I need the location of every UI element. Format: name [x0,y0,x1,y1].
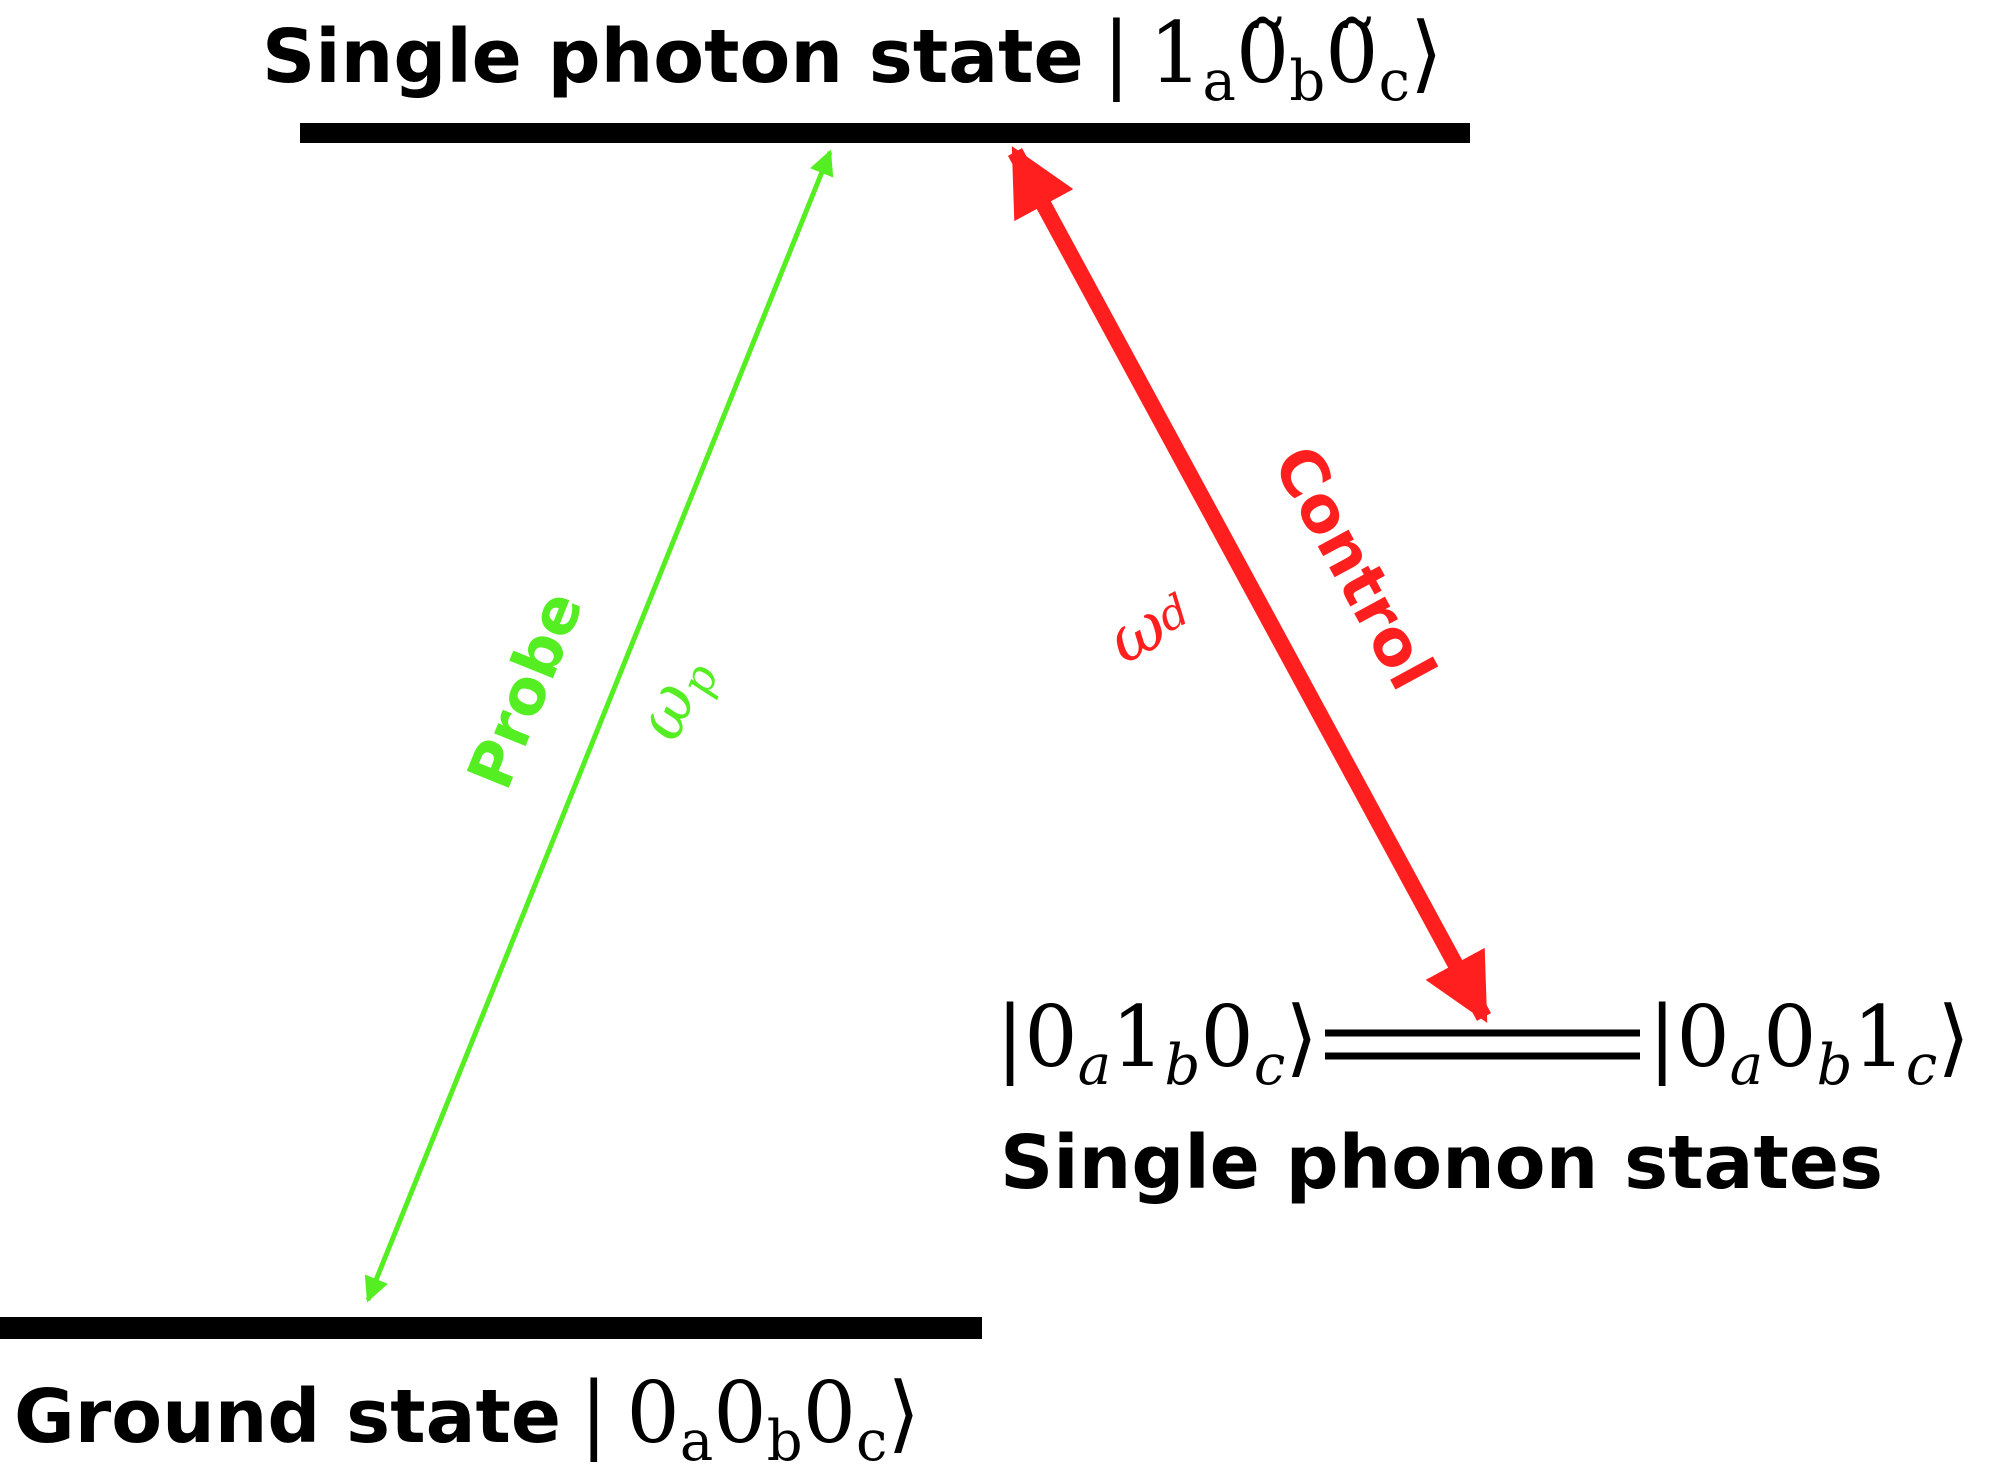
control-frequency-label: ωd [1095,573,1204,679]
ground-ket-digit-3: 0 [803,1364,856,1462]
excited-ket-digit-3: 0̃ [1325,4,1378,102]
excited-ket-close: ⟩ [1410,4,1443,102]
phonon-left-sub-1: a [1078,1033,1111,1098]
phonon-right-sub-3: c [1906,1033,1937,1098]
ground-ket-sub-2: b [767,1409,803,1466]
ground-ket-open: | [580,1364,608,1462]
ground-ket-sub-1: a [680,1409,713,1466]
ground-state-name: Ground state [14,1374,561,1460]
phonon-left-ket-close: ⟩ [1285,988,1318,1086]
ground-ket-digit-1: 0 [626,1364,679,1462]
probe-arrow [364,149,834,1303]
excited-ket-open: | [1102,4,1130,102]
probe-label: Probe [453,581,597,798]
phonon-right-sub-1: a [1730,1033,1763,1098]
excited-ket-sub-3: c [1379,49,1410,114]
excited-ket-sub-1: a [1202,49,1235,114]
phonon-left-digit-3: 0 [1200,988,1253,1086]
ground-level-label: Ground state | 0a0b0c⟩ [14,1364,920,1466]
excited-ket-digit-1: 1 [1149,4,1202,102]
phonon-ket-right: |0a0b1c⟩ [1648,988,1970,1098]
excited-state-name: Single photon state [262,14,1084,100]
control-arrow [1007,146,1492,1023]
phonon-ket-left: |0a1b0c⟩ [996,988,1318,1098]
excited-ket-digit-2: 0̃ [1236,4,1289,102]
phonon-right-digit-2: 0 [1763,988,1816,1086]
phonon-left-digit-2: 1 [1111,988,1164,1086]
phonon-right-ket-close: ⟩ [1937,988,1970,1086]
phonon-right-sub-2: b [1817,1033,1853,1098]
ground-ket-sub-3: c [856,1409,887,1466]
phonon-left-ket-open: | [996,988,1024,1086]
phonon-right-digit-3: 1 [1852,988,1905,1086]
ground-ket-digit-2: 0 [713,1364,766,1462]
ground-ket-close: ⟩ [887,1364,920,1462]
phonon-right-ket-open: | [1648,988,1676,1086]
excited-level-label: Single photon state | 1a0̃b0̃c⟩ [262,4,1443,114]
phonon-left-sub-2: b [1165,1033,1201,1098]
excited-ket-sub-2: b [1289,49,1325,114]
phonon-right-digit-1: 0 [1676,988,1729,1086]
phonon-left-digit-1: 0 [1024,988,1077,1086]
phonon-left-sub-3: c [1254,1033,1285,1098]
probe-frequency-label: ωp [620,645,729,752]
phonon-level-label: Single phonon states [1000,1120,1883,1206]
